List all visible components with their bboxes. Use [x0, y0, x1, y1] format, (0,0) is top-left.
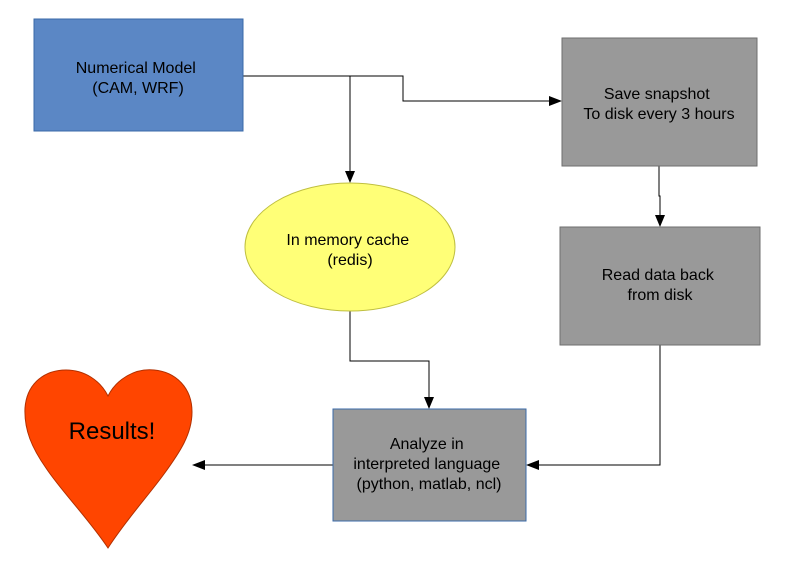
- save-snapshot-label-line-2: To disk every 3 hours: [583, 106, 734, 123]
- svg-text:Save snapshot To disk ev: Save snapshot To disk every 3 hours: [583, 86, 734, 123]
- memory-cache-ellipse: [244, 182, 456, 312]
- arrowhead-analyze-to-results: [192, 460, 205, 470]
- svg-text:Numerical Model (CAM, WR: Numerical Model (CAM, WRF): [76, 60, 201, 97]
- analyze-label-line-3: (python, matlab, ncl): [357, 476, 502, 493]
- svg-text:In memory cache (redis): In memory cache (redis): [286, 232, 413, 269]
- read-data-box: [559, 226, 761, 346]
- save-snapshot-label-line-1: Save snapshot: [604, 86, 710, 103]
- memory-cache-label-line-2: (redis): [327, 252, 372, 269]
- analyze-box: [332, 408, 527, 522]
- arrowhead-model-to-cache: [345, 171, 355, 183]
- read-data-label-line-1: Read data back: [602, 267, 715, 284]
- node-analyze: Analyze in interpreted language (python,…: [332, 408, 527, 522]
- arrowhead-cache-to-analyze: [424, 397, 434, 409]
- node-numerical-model: Numerical Model (CAM, WRF): [33, 18, 244, 132]
- memory-cache-label-line-1: In memory cache: [286, 232, 409, 249]
- arrowhead-read-to-analyze: [526, 460, 539, 470]
- arrowhead-model-to-snapshot: [549, 96, 562, 106]
- arrowhead-snapshot-to-read: [655, 215, 665, 227]
- results-heart-icon: [24, 369, 193, 549]
- read-data-label-line-2: from disk: [628, 287, 694, 304]
- node-save-snapshot: Save snapshot To disk every 3 hours: [561, 37, 758, 167]
- connector-cache-to-analyze: [349, 310, 430, 400]
- connector-model-to-snapshot: [243, 75, 553, 102]
- node-read-data: Read data back from disk: [559, 226, 761, 346]
- numerical-model-label-line-1: Numerical Model: [76, 60, 196, 77]
- svg-text:Read data back from disk: Read data back from disk: [602, 267, 719, 304]
- svg-text:Analyze in interpreted l: Analyze in interpreted language (python,…: [353, 436, 504, 493]
- node-results: Results!: [24, 369, 193, 549]
- analyze-label-line-2: interpreted language: [353, 456, 500, 473]
- results-label: Results!: [69, 418, 156, 445]
- analyze-label-line-1: Analyze in: [390, 436, 464, 453]
- save-snapshot-box: [561, 37, 758, 167]
- numerical-model-label-line-2: (CAM, WRF): [92, 80, 184, 97]
- connectors: [192, 75, 665, 470]
- node-memory-cache: In memory cache (redis): [244, 182, 456, 312]
- numerical-model-box: [33, 18, 244, 132]
- connector-read-to-analyze: [537, 345, 661, 466]
- connector-snapshot-to-read: [658, 166, 661, 218]
